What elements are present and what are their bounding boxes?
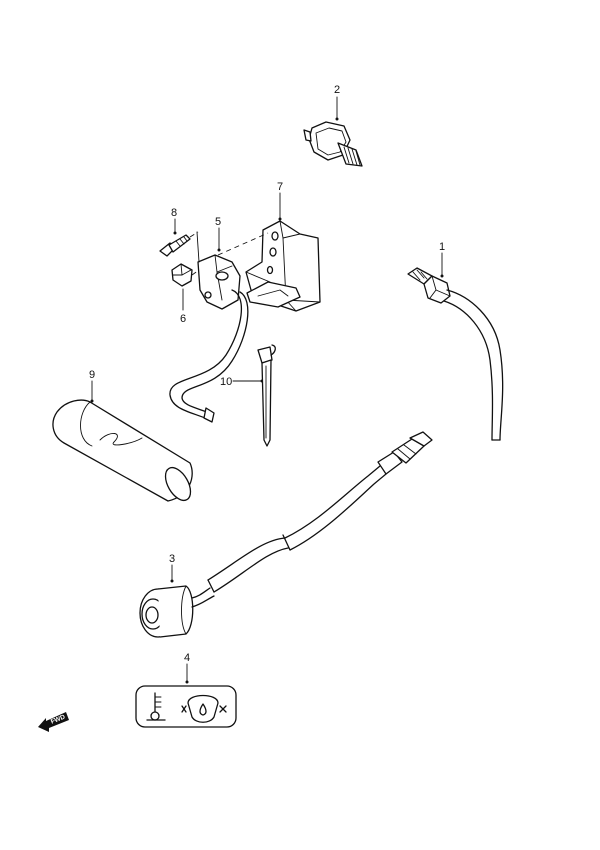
callout-2: 2 [334,84,340,96]
callout-10: 10 [220,376,232,388]
callout-8: 8 [171,207,177,219]
part-8-screw[interactable] [159,218,200,263]
callout-7: 7 [277,181,283,193]
part-3-harness[interactable] [139,431,433,638]
fwd-arrow-icon: FWD [38,712,69,732]
part-1-temp-sensor[interactable] [407,252,504,441]
callout-3: 3 [169,553,175,565]
part-6-nut[interactable] [171,263,200,311]
callout-9: 9 [89,369,95,381]
oil-can-icon [181,694,227,723]
part-4-label[interactable] [135,663,237,728]
part-2-sensor[interactable] [303,96,363,167]
callout-4: 4 [184,652,190,664]
callout-6: 6 [180,313,186,325]
part-5-switch[interactable] [169,227,249,423]
part-9-sleeve[interactable] [52,380,196,505]
part-7-bracket[interactable] [217,192,321,312]
callout-5: 5 [215,216,221,228]
callout-1: 1 [439,241,445,253]
thermometer-icon [146,692,166,721]
part-10-cable-tie[interactable] [232,344,276,447]
